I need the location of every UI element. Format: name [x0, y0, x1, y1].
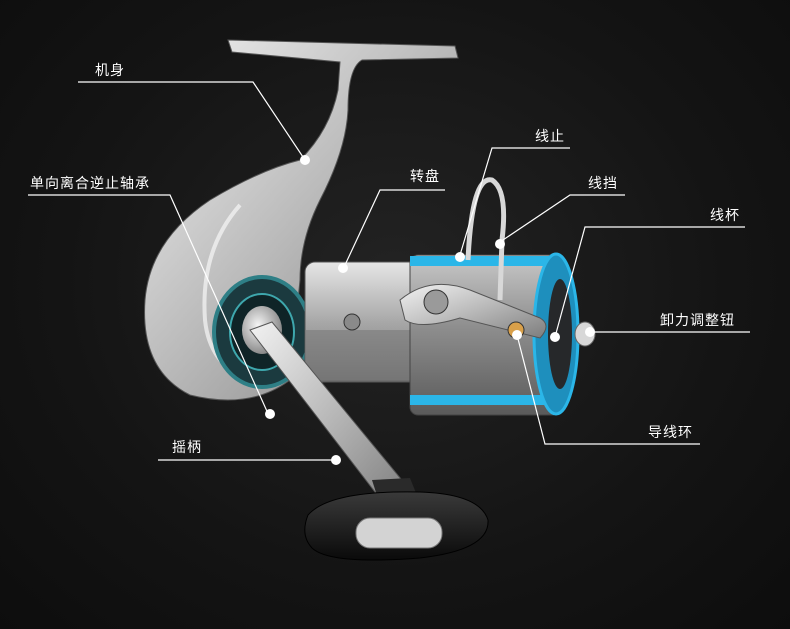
dot-bail [495, 239, 505, 249]
label-rotor: 转盘 [410, 169, 440, 185]
label-line-roller: 导线环 [648, 425, 693, 441]
label-line-stop: 线止 [535, 129, 565, 145]
callout-line-line-roller [516, 334, 700, 445]
handle [249, 321, 489, 561]
callout-line-line-stop [459, 147, 570, 256]
label-handle: 摇柄 [172, 440, 202, 456]
dot-line-roller [512, 330, 522, 340]
callout-line-spool [554, 226, 745, 338]
dot-line-stop [455, 252, 465, 262]
label-bearing: 单向离合逆止轴承 [30, 176, 150, 192]
label-bail: 线挡 [588, 176, 618, 192]
callout-dots [265, 155, 595, 465]
callout-line-body [78, 81, 306, 161]
callout-line-bearing [28, 194, 271, 419]
label-spool: 线杯 [710, 208, 740, 224]
dot-body [300, 155, 310, 165]
callout-line-rotor [344, 189, 445, 266]
label-drag-knob: 卸力调整钮 [660, 313, 735, 329]
dot-bearing [265, 409, 275, 419]
label-body: 机身 [95, 63, 125, 79]
bail-arm [399, 283, 547, 339]
dot-drag-knob [585, 327, 595, 337]
callout-lines [28, 81, 750, 461]
dot-handle [331, 455, 341, 465]
callout-line-bail [499, 194, 625, 243]
dot-rotor [338, 263, 348, 273]
dot-spool [550, 332, 560, 342]
